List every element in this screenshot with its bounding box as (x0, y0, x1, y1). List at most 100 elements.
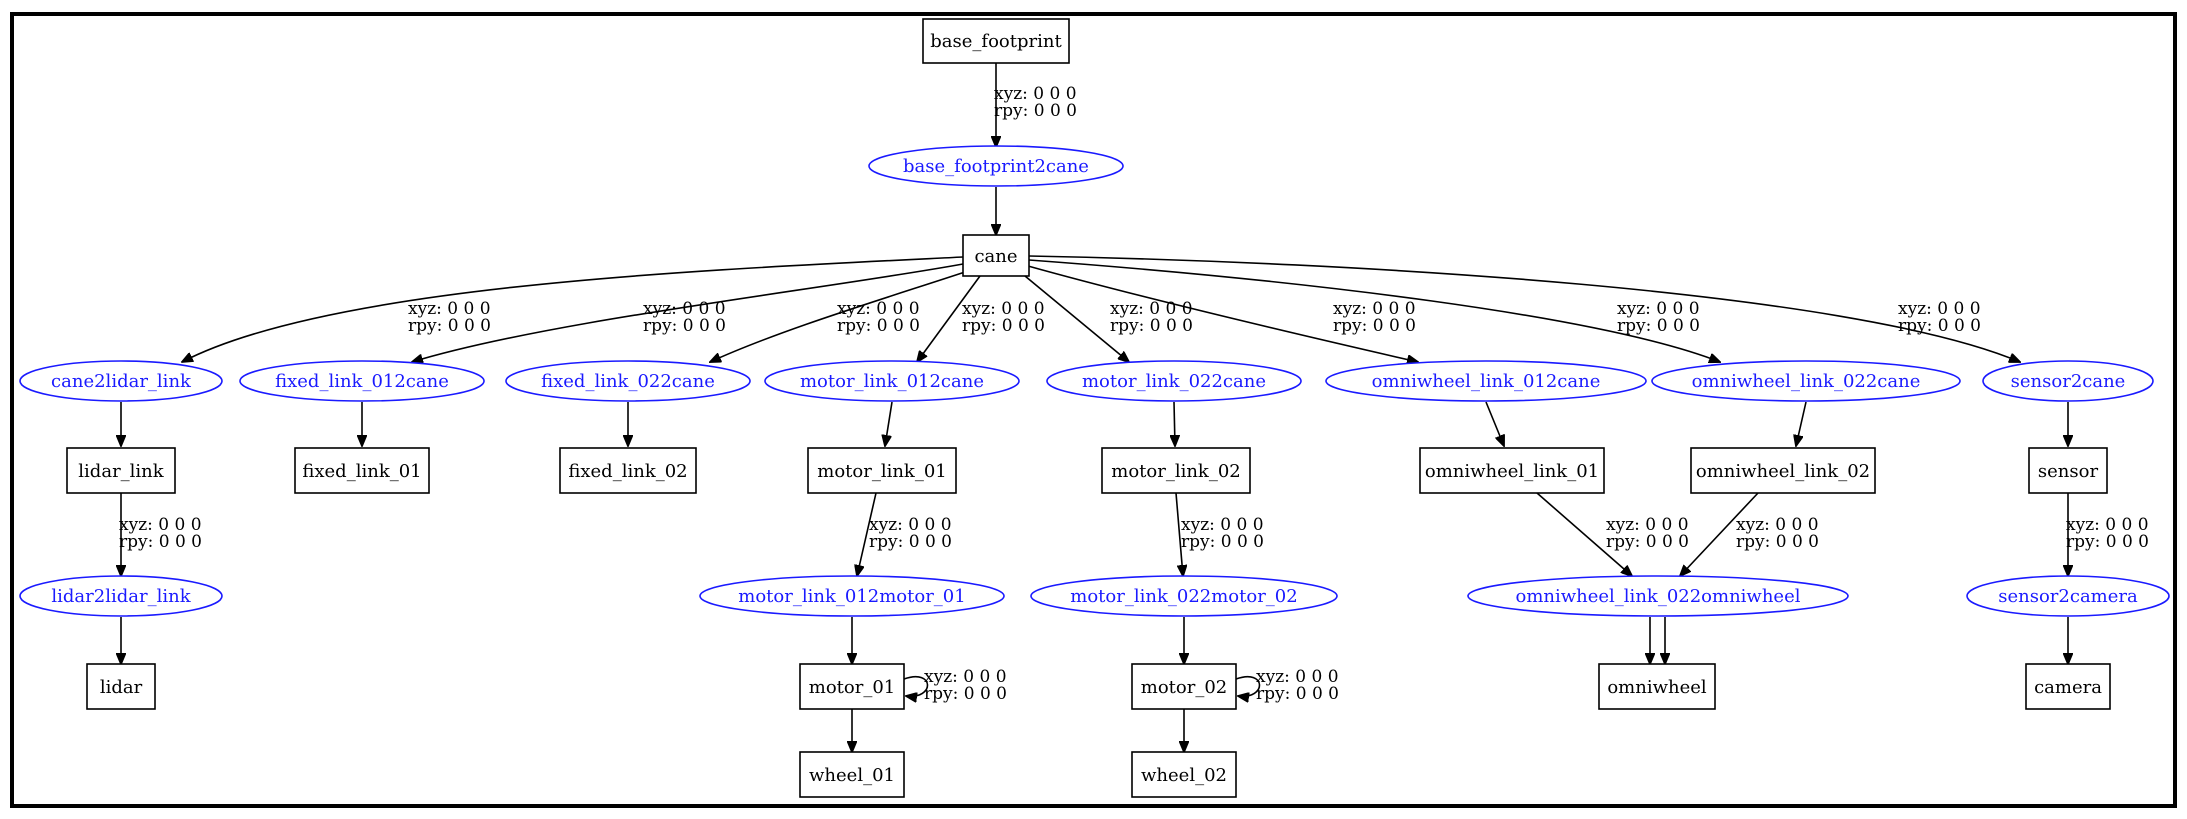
joint-ellipse[interactable] (1467, 575, 1849, 617)
edge-label-xyz: xyz: 0 0 0 (1181, 515, 1264, 535)
edge-cane-to-omni01 (1027, 265, 1418, 362)
joint-ellipse[interactable] (19, 575, 223, 617)
link-box[interactable] (962, 234, 1030, 277)
link-box[interactable] (807, 447, 957, 494)
link-label: camera (2034, 677, 2102, 698)
link-wheel-01[interactable]: wheel_01 (799, 751, 905, 798)
joint-label: omniwheel_link_022omniwheel (1515, 586, 1800, 607)
edge-label-xyz: xyz: 0 0 0 (1110, 299, 1193, 319)
link-box[interactable] (799, 663, 905, 710)
edge-label-rpy: rpy: 0 0 0 (1606, 532, 1689, 552)
edge-motor01-joint-to-link (885, 401, 893, 446)
joint-sensor2camera[interactable]: sensor2camera (1966, 575, 2170, 617)
joint-fixed-link-022cane[interactable]: fixed_link_022cane (505, 360, 751, 402)
edge-motor02-joint-to-link (1174, 401, 1175, 446)
link-label: base_footprint (930, 31, 1062, 52)
joint-omniwheel-link-022cane[interactable]: omniwheel_link_022cane (1651, 360, 1961, 402)
joint-ellipse[interactable] (1046, 360, 1302, 402)
joint-ellipse[interactable] (1982, 360, 2154, 402)
link-label: lidar_link (78, 461, 164, 482)
link-motor-link-02[interactable]: motor_link_02 (1101, 447, 1251, 494)
link-fixed-link-02[interactable]: fixed_link_02 (559, 447, 697, 494)
link-camera[interactable]: camera (2025, 663, 2111, 710)
link-label: omniwheel_link_01 (1425, 461, 1599, 482)
joints: base_footprint2cane cane2lidar_link fixe… (19, 145, 2170, 617)
joint-motor-link-012cane[interactable]: motor_link_012cane (764, 360, 1020, 402)
joint-lidar2lidar-link[interactable]: lidar2lidar_link (19, 575, 223, 617)
link-fixed-link-01[interactable]: fixed_link_01 (294, 447, 430, 494)
joint-omniwheel-link-022omniwheel[interactable]: omniwheel_link_022omniwheel (1467, 575, 1849, 617)
link-motor-01[interactable]: motor_01 (799, 663, 905, 710)
joint-ellipse[interactable] (239, 360, 485, 402)
edge-label-xyz: xyz: 0 0 0 (869, 515, 952, 535)
joint-label: motor_link_022motor_02 (1070, 586, 1297, 607)
edge-motor01-self-loop (903, 676, 929, 697)
link-base-footprint[interactable]: base_footprint (922, 18, 1070, 64)
joint-label: cane2lidar_link (51, 371, 192, 392)
link-box[interactable] (799, 751, 905, 798)
link-sensor[interactable]: sensor (2028, 447, 2108, 494)
link-label: motor_01 (809, 677, 895, 698)
joint-motor-link-022cane[interactable]: motor_link_022cane (1046, 360, 1302, 402)
joint-ellipse[interactable] (1966, 575, 2170, 617)
edge-cane-to-cane2lidar (182, 256, 964, 362)
link-box[interactable] (922, 18, 1070, 64)
link-omniwheel-link-02[interactable]: omniwheel_link_02 (1690, 447, 1876, 494)
link-motor-02[interactable]: motor_02 (1131, 663, 1237, 710)
edge-motor-link01-to-joint (857, 492, 877, 576)
link-lidar-link[interactable]: lidar_link (66, 447, 176, 494)
edge-label-rpy: rpy: 0 0 0 (1110, 316, 1193, 336)
edge-motor02-self-loop (1235, 676, 1261, 697)
joint-ellipse[interactable] (505, 360, 751, 402)
joint-ellipse[interactable] (1030, 575, 1338, 617)
edge-label-xyz: xyz: 0 0 0 (837, 299, 920, 319)
link-lidar[interactable]: lidar (86, 663, 156, 710)
link-label: wheel_02 (1141, 765, 1227, 786)
link-omniwheel-link-01[interactable]: omniwheel_link_01 (1419, 447, 1605, 494)
link-label: motor_link_01 (817, 461, 947, 482)
link-box[interactable] (559, 447, 697, 494)
link-box[interactable] (2025, 663, 2111, 710)
joint-motor-link-012motor-01[interactable]: motor_link_012motor_01 (699, 575, 1005, 617)
edge-cane-to-fixed01 (412, 263, 964, 362)
link-box[interactable] (1598, 663, 1716, 710)
link-box[interactable] (1101, 447, 1251, 494)
link-box[interactable] (1131, 751, 1237, 798)
joint-ellipse[interactable] (1651, 360, 1961, 402)
edge-label-xyz: xyz: 0 0 0 (643, 299, 726, 319)
diagram-frame (10, 12, 2177, 808)
links: base_footprint cane lidar_link fixed_lin… (66, 18, 2111, 798)
joint-cane2lidar-link[interactable]: cane2lidar_link (19, 360, 223, 402)
link-box[interactable] (1131, 663, 1237, 710)
edge-cane-to-fixed02 (710, 271, 966, 362)
link-omniwheel[interactable]: omniwheel (1598, 663, 1716, 710)
joint-label: lidar2lidar_link (51, 586, 191, 607)
edge-label-rpy: rpy: 0 0 0 (2066, 532, 2149, 552)
joint-ellipse[interactable] (868, 145, 1124, 187)
edge-omni-link01-to-joint (1536, 492, 1632, 576)
joint-omniwheel-link-012cane[interactable]: omniwheel_link_012cane (1325, 360, 1647, 402)
link-cane[interactable]: cane (962, 234, 1030, 277)
joint-sensor2cane[interactable]: sensor2cane (1982, 360, 2154, 402)
joint-base-footprint2cane[interactable]: base_footprint2cane (868, 145, 1124, 187)
joint-ellipse[interactable] (764, 360, 1020, 402)
joint-ellipse[interactable] (1325, 360, 1647, 402)
joint-fixed-link-012cane[interactable]: fixed_link_012cane (239, 360, 485, 402)
link-box[interactable] (66, 447, 176, 494)
edge-label-rpy: rpy: 0 0 0 (924, 684, 1007, 704)
link-box[interactable] (86, 663, 156, 710)
link-box[interactable] (1419, 447, 1605, 494)
link-box[interactable] (294, 447, 430, 494)
link-label: omniwheel (1607, 677, 1707, 698)
link-box[interactable] (1690, 447, 1876, 494)
joint-motor-link-022motor-02[interactable]: motor_link_022motor_02 (1030, 575, 1338, 617)
link-label: omniwheel_link_02 (1696, 461, 1870, 482)
joint-ellipse[interactable] (19, 360, 223, 402)
link-box[interactable] (2028, 447, 2108, 494)
joint-ellipse[interactable] (699, 575, 1005, 617)
link-wheel-02[interactable]: wheel_02 (1131, 751, 1237, 798)
edge-label-rpy: rpy: 0 0 0 (994, 101, 1077, 121)
edge-motor-link02-to-joint (1175, 492, 1183, 576)
edge-label-rpy: rpy: 0 0 0 (408, 316, 491, 336)
link-motor-link-01[interactable]: motor_link_01 (807, 447, 957, 494)
